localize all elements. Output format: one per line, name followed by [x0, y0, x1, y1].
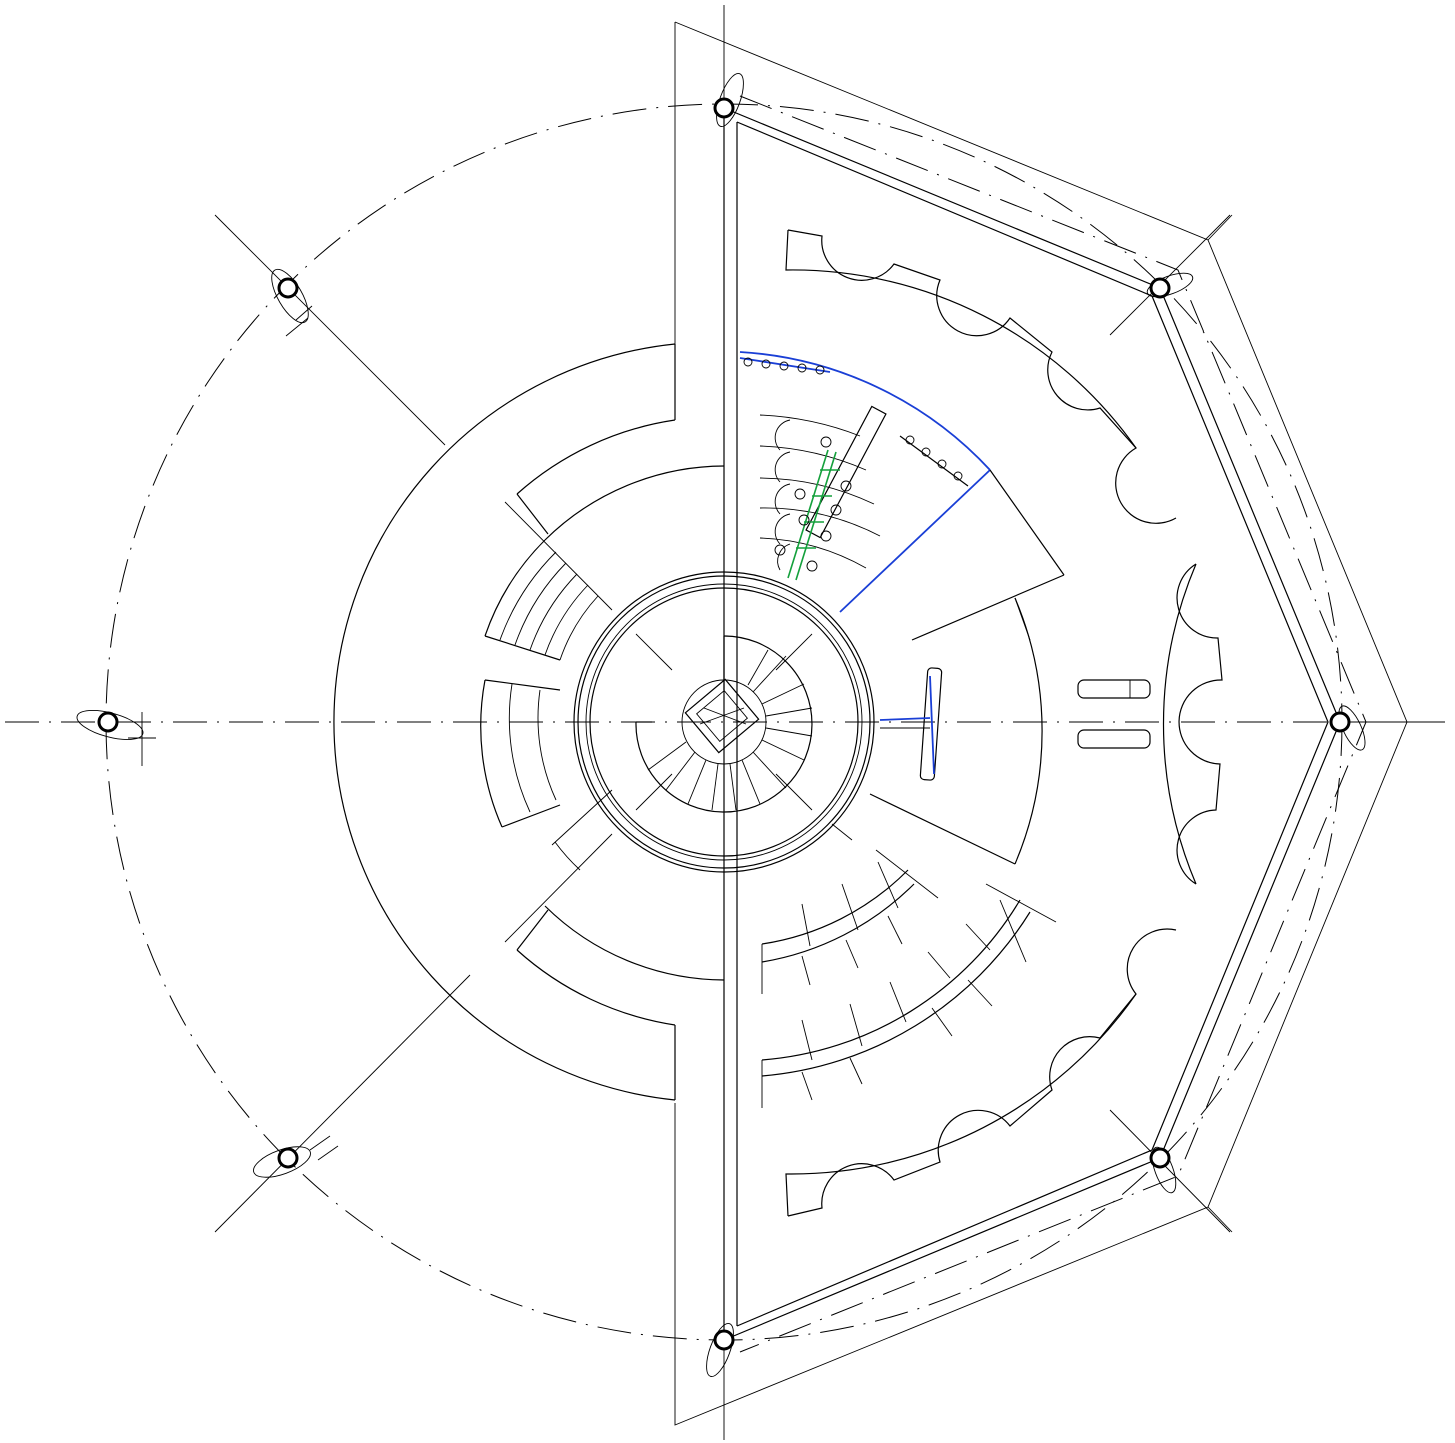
inner-dashed-pentagon — [739, 95, 1367, 1353]
diagonal-axis-sw — [214, 974, 471, 1233]
east-hall — [869, 469, 1065, 865]
west-outer-ring — [333, 343, 676, 1101]
stair-icon — [635, 635, 813, 813]
scalloped-walls — [785, 229, 1223, 1217]
boundary-corner-se — [1207, 1206, 1233, 1233]
central-rotunda — [573, 571, 875, 873]
column-marker-icon — [706, 1323, 735, 1377]
diagonal-axis-se — [1109, 1109, 1231, 1233]
west-inner-ring-top — [544, 465, 725, 541]
west-inner-ring-bottom — [544, 905, 725, 981]
north-scallop-wall — [787, 229, 1177, 524]
rotunda-ring-4 — [589, 587, 859, 857]
south-scallop-wall — [787, 928, 1177, 1217]
south-tiered-seating — [761, 823, 1057, 1108]
seating-icon — [1077, 679, 1151, 749]
east-scallop-wall — [1176, 563, 1223, 885]
diagonal-axis-ne — [1109, 214, 1231, 336]
west-middle-ring-bottom — [516, 949, 676, 1026]
column-marker-icon — [1146, 272, 1194, 299]
column-marker-icon — [253, 1135, 339, 1178]
boundary-outline — [674, 21, 1408, 1426]
exterior-wall-inner — [736, 121, 1329, 1327]
elevator-icon — [684, 678, 760, 754]
west-middle-ring-top — [516, 419, 676, 495]
column-marker-icon — [76, 709, 156, 766]
stage-screen — [919, 667, 943, 781]
site-boundary — [674, 21, 1408, 1426]
restroom-block — [739, 351, 991, 613]
column-marker-icon — [1149, 1146, 1177, 1194]
diagonal-axis-nw — [214, 214, 446, 446]
exterior-wall-outer — [723, 107, 1341, 1341]
rotunda-outer-ring — [573, 571, 875, 873]
column-marker-icon — [1329, 705, 1366, 751]
columns — [76, 73, 1366, 1377]
grid-axes — [5, 5, 1445, 1440]
rotunda-ring-3 — [585, 583, 863, 861]
exterior-walls — [723, 107, 1341, 1341]
west-tiered-seating — [480, 539, 613, 871]
boundary-corner-ne — [1207, 214, 1233, 241]
column-marker-icon — [713, 73, 744, 127]
west-ring-walls — [333, 343, 725, 1101]
rotunda-ring-2 — [577, 575, 871, 869]
column-marker-icon — [271, 268, 313, 337]
restroom-outer-arc — [739, 351, 991, 471]
